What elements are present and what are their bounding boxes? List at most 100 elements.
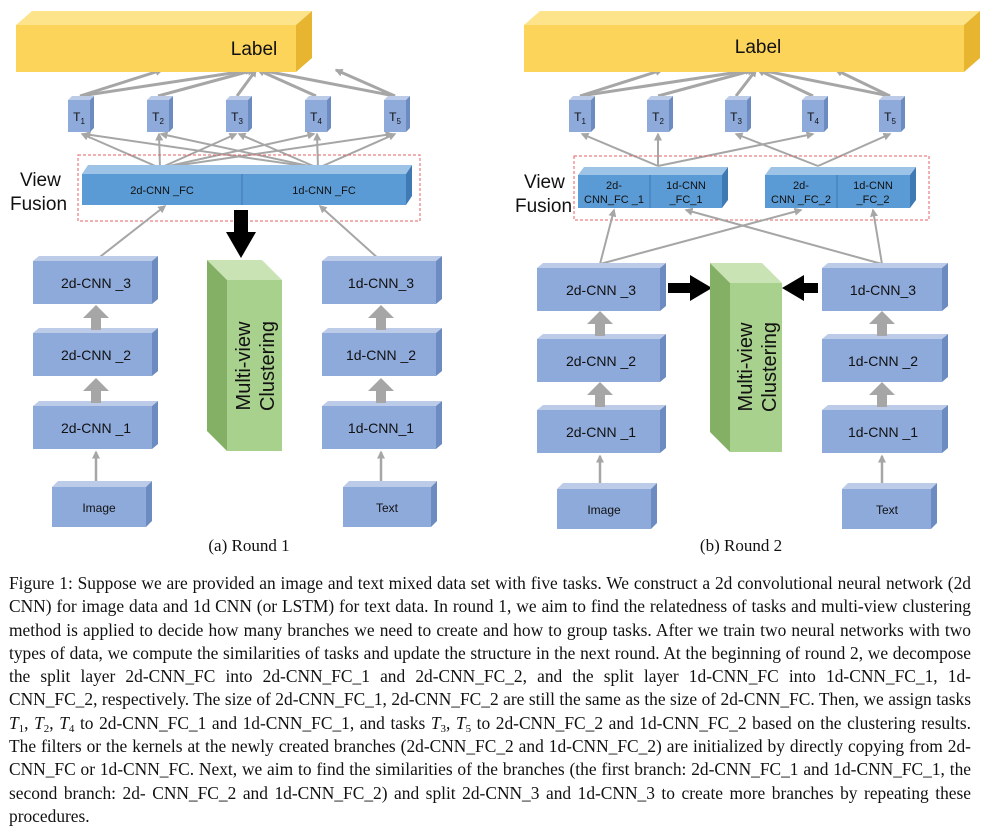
black-arrow-right-b	[668, 275, 712, 301]
black-arrow-down-a	[226, 210, 256, 258]
svg-text:2d-CNN _2: 2d-CNN _2	[566, 353, 636, 369]
cnn-1d-1-box-b	[822, 410, 942, 453]
svg-text:1d-CNN_3: 1d-CNN_3	[348, 275, 414, 291]
fc-2d-2-label-b: 2d-CNN _FC_2	[771, 180, 831, 206]
image-input-box-b	[557, 489, 651, 529]
arrow-2dcnn3-to-fc-a	[95, 205, 167, 261]
cnn-2d-2-box-b	[537, 339, 660, 382]
cnn-1d-3-box-a	[322, 261, 436, 304]
task-box: T4	[802, 96, 828, 132]
cnn-1d-1-box-a	[322, 406, 436, 449]
svg-text:2d-CNN _3: 2d-CNN _3	[566, 282, 636, 298]
cnn-2d-2-box-a	[33, 333, 152, 376]
cnn-2d-3-box-a	[33, 261, 152, 304]
label-text-a: Label	[231, 39, 278, 60]
fusion-fc-group-1-b: 2d-CNN_FC _1 1d-CNN_FC_1	[578, 167, 728, 208]
text-input-box-a	[343, 487, 431, 527]
task-box: T2	[647, 96, 673, 132]
svg-text:T5: T5	[884, 110, 896, 126]
fc-1d-label-a: 1d-CNN _FC	[292, 185, 356, 197]
cnn-2d-stack-b: 2d-CNN _3 2d-CNN _2 2d-CNN _1 Image	[537, 263, 666, 529]
svg-text:Text: Text	[376, 501, 399, 515]
cnn-1d-2-box-a	[322, 333, 436, 376]
svg-text:Image: Image	[82, 501, 116, 515]
label-box-b: Label	[524, 11, 980, 72]
task-boxes-b: T1 T2 T3 T4 T5	[569, 96, 905, 132]
svg-text:2d-CNN _2: 2d-CNN _2	[61, 347, 131, 363]
task-box: T5	[879, 96, 905, 132]
svg-text:T1: T1	[73, 110, 85, 126]
view-fusion-dashed-box-a	[77, 154, 421, 222]
black-arrow-left-b	[782, 275, 818, 301]
svg-text:T3: T3	[231, 110, 243, 126]
task-box: T1	[569, 96, 595, 132]
up-arrow-icon	[368, 378, 394, 403]
fc-2d-label-a: 2d-CNN _FC	[130, 185, 194, 197]
fusion-to-task-arrows-b	[580, 131, 892, 167]
task-box: T2	[147, 96, 173, 132]
svg-text:2d-CNN _1: 2d-CNN _1	[61, 420, 131, 436]
svg-text:T2: T2	[652, 110, 664, 126]
label-box-a: Label	[16, 11, 312, 72]
cnn-2d-1-box-a	[33, 406, 152, 449]
svg-text:Text: Text	[876, 503, 899, 517]
up-arrow-icon	[368, 305, 394, 330]
up-arrow-icon	[83, 378, 109, 403]
cnn-2d-stack-a: 2d-CNN _3 2d-CNN _2 2d-CNN _1 Image	[33, 256, 158, 527]
svg-text:T2: T2	[152, 110, 164, 126]
svg-text:1d-CNN_3: 1d-CNN_3	[850, 282, 916, 298]
caption-round-2: (b) Round 2	[700, 536, 782, 555]
task-box: T3	[226, 96, 252, 132]
up-arrow-icon	[587, 311, 613, 336]
figure-diagram: Label T1 T2 T3 T4	[10, 11, 980, 555]
up-arrow-icon	[587, 382, 613, 407]
caption-round-1: (a) Round 1	[208, 536, 289, 555]
up-arrow-icon	[869, 382, 895, 407]
svg-text:Image: Image	[587, 503, 621, 517]
fusion-fc-group-2-b: 2d-CNN _FC_2 1d-CNN_FC_2	[765, 167, 916, 208]
cnn-1d-3-box-b	[822, 268, 942, 311]
panel-round-2: Label T1 T2 T3 T4	[515, 11, 980, 555]
task-box: T1	[68, 96, 94, 132]
cnn3-to-fc-arrows-b	[599, 207, 883, 265]
svg-text:T4: T4	[807, 110, 819, 126]
cnn-1d-stack-a: 1d-CNN_3 1d-CNN _2 1d-CNN_1 Text	[322, 256, 442, 527]
svg-text:1d-CNN _2: 1d-CNN _2	[848, 353, 918, 369]
fc-2d-1-label-b: 2d-CNN_FC _1	[584, 180, 644, 206]
svg-text:2d-CNN _1: 2d-CNN _1	[566, 424, 636, 440]
task-box: T4	[305, 96, 331, 132]
task-box: T5	[384, 96, 410, 132]
task-box: T3	[725, 96, 751, 132]
cnn-1d-stack-b: 1d-CNN_3 1d-CNN _2 1d-CNN _1 Text	[822, 263, 948, 529]
view-fusion-dashed-box-b	[573, 155, 930, 221]
up-arrow-icon	[83, 305, 109, 330]
fc-1d-1-label-b: 1d-CNN_FC_1	[666, 180, 706, 206]
fc-1d-2-label-b: 1d-CNN_FC_2	[853, 180, 893, 206]
panel-round-1: Label T1 T2 T3 T4	[10, 11, 442, 555]
task-to-label-arrows-a	[79, 67, 396, 98]
task-boxes-a: T1 T2 T3 T4 T5	[68, 96, 410, 132]
svg-text:2d-CNN _3: 2d-CNN _3	[61, 275, 131, 291]
image-input-box-a	[52, 487, 146, 527]
svg-text:T5: T5	[389, 110, 401, 126]
svg-text:1d-CNN_1: 1d-CNN_1	[348, 420, 414, 436]
cnn-2d-3-box-b	[537, 268, 660, 311]
fusion-to-task-arrows-a	[80, 130, 397, 169]
svg-text:1d-CNN _1: 1d-CNN _1	[848, 424, 918, 440]
up-arrow-icon	[869, 311, 895, 336]
label-text-b: Label	[735, 37, 782, 58]
svg-text:1d-CNN _2: 1d-CNN _2	[346, 347, 416, 363]
cnn-2d-1-box-b	[537, 410, 660, 453]
cnn-1d-2-box-b	[822, 339, 942, 382]
svg-text:T4: T4	[310, 110, 322, 126]
text-input-box-b	[842, 489, 931, 529]
svg-text:T1: T1	[574, 110, 586, 126]
arrow-1dcnn3-to-fc-a	[318, 204, 381, 261]
fusion-fc-bar-a: 2d-CNN _FC 1d-CNN _FC	[82, 165, 412, 205]
